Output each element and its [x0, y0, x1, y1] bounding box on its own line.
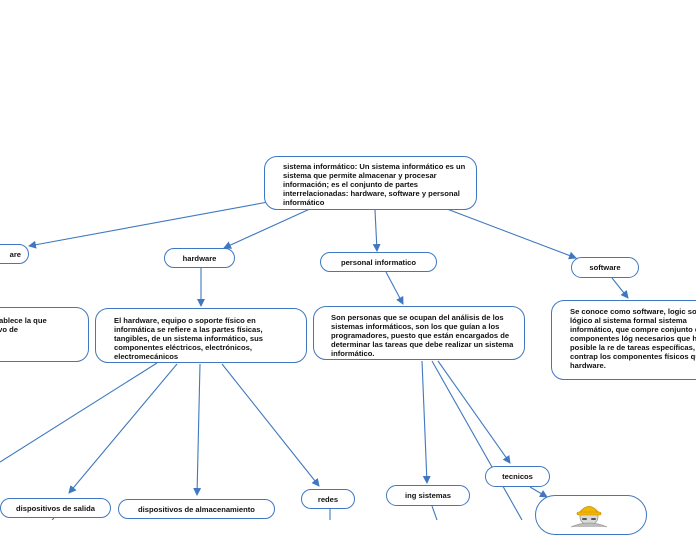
connector-hardware-left-branch	[0, 362, 158, 463]
connector-hardware-almacenamiento	[193, 363, 202, 496]
connector-hardware-redes	[221, 363, 320, 487]
connector-personal-lower	[431, 360, 523, 520]
connector-personal-tecnicos	[437, 360, 511, 464]
connector-root-hardware	[223, 207, 313, 249]
node-tecnicos-image[interactable]	[535, 495, 647, 535]
node-personal-desc[interactable]: Son personas que se ocupan del análisis …	[313, 306, 525, 360]
node-firmware-desc[interactable]: o inalterable es que establece la que co…	[0, 307, 89, 362]
node-dispositivos-almacenamiento-label: dispositivos de almacenamiento	[138, 504, 255, 514]
node-hardware-desc-text: El hardware, equipo o soporte físico en …	[114, 316, 263, 361]
connector-root-personal	[372, 209, 381, 252]
node-firmware-label: are	[9, 249, 21, 259]
connector-layer	[0, 201, 629, 520]
node-dispositivos-salida[interactable]: dispositivos de salida	[0, 498, 111, 518]
node-personal-informatico[interactable]: personal informatico	[320, 252, 437, 272]
node-personal-desc-text: Son personas que se ocupan del análisis …	[331, 313, 514, 358]
connector-hardware-salida	[68, 363, 178, 494]
node-tecnicos-label: tecnicos	[502, 472, 533, 481]
node-personal-label: personal informatico	[340, 257, 417, 267]
mind-map-canvas: sistema informático: Un sistema informát…	[0, 156, 696, 535]
node-hardware[interactable]: hardware	[164, 248, 235, 268]
connector-tecnicos-avatar	[529, 486, 548, 498]
connector-root-software	[446, 208, 577, 260]
node-software-desc-text: Se conoce como software, logic soporte l…	[570, 307, 696, 370]
node-software-desc[interactable]: Se conoce como software, logic soporte l…	[551, 300, 696, 380]
node-redes[interactable]: redes	[301, 489, 355, 509]
node-software[interactable]: software	[571, 257, 639, 278]
node-firmware[interactable]: are	[0, 244, 29, 264]
connector-software-desc	[611, 277, 629, 299]
connector-root-firmware	[28, 201, 269, 249]
root-node-sistema-informatico[interactable]: sistema informático: Un sistema informát…	[264, 156, 477, 210]
node-ing-sistemas-label: ing sistemas	[404, 491, 451, 500]
node-dispositivos-almacenamiento[interactable]: dispositivos de almacenamiento	[118, 499, 275, 519]
node-firmware-desc-text: o inalterable es que establece la que co…	[0, 316, 47, 334]
root-node-text: sistema informático: Un sistema informát…	[283, 162, 466, 207]
worker-with-helmet-icon	[570, 506, 608, 528]
node-redes-label: redes	[317, 494, 339, 504]
node-hardware-desc[interactable]: El hardware, equipo o soporte físico en …	[95, 308, 307, 363]
node-dispositivos-salida-label: dispositivos de salida	[16, 503, 95, 513]
node-software-label: software	[589, 263, 621, 272]
connector-personal-desc	[385, 271, 404, 305]
node-ing-sistemas[interactable]: ing sistemas	[386, 485, 470, 506]
connector-ing-down	[431, 505, 438, 520]
node-tecnicos[interactable]: tecnicos	[485, 466, 550, 487]
connector-personal-ing	[421, 360, 431, 484]
node-hardware-label: hardware	[182, 253, 217, 263]
